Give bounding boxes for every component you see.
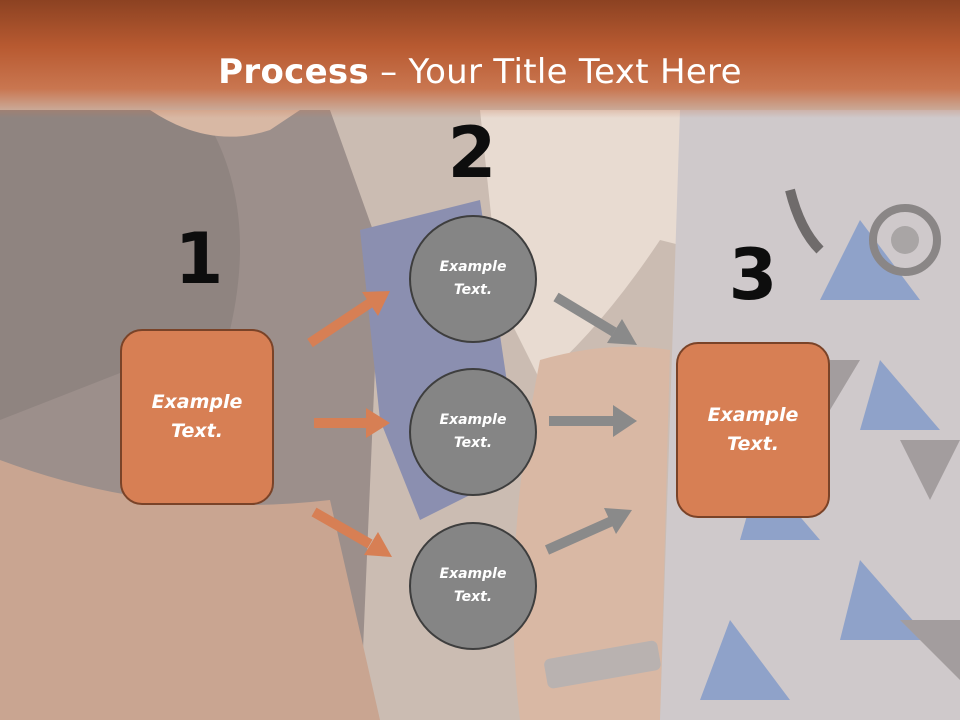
- step-2-circle-top: Example Text.: [409, 215, 537, 343]
- step-3-box: Example Text.: [676, 342, 830, 518]
- arrow-orange-right-icon: [314, 408, 390, 438]
- step-3-number: 3: [728, 234, 778, 316]
- arrow-gray-right-icon: [549, 405, 637, 437]
- step-1-number: 1: [174, 218, 224, 300]
- step-2-circle-middle: Example Text.: [409, 368, 537, 496]
- slide-title: Process – Your Title Text Here: [0, 52, 960, 92]
- title-rest: – Your Title Text Here: [369, 52, 742, 92]
- arrow-orange-up-icon: [307, 291, 390, 348]
- arrow-gray-up-icon: [544, 508, 632, 555]
- step-2-number: 2: [447, 112, 497, 194]
- arrow-gray-down-icon: [553, 292, 637, 345]
- title-bold: Process: [218, 52, 370, 92]
- step-1-box: Example Text.: [120, 329, 274, 505]
- step-2-circle-bottom: Example Text.: [409, 522, 537, 650]
- title-bar: [0, 0, 960, 118]
- arrow-orange-down-icon: [311, 507, 392, 557]
